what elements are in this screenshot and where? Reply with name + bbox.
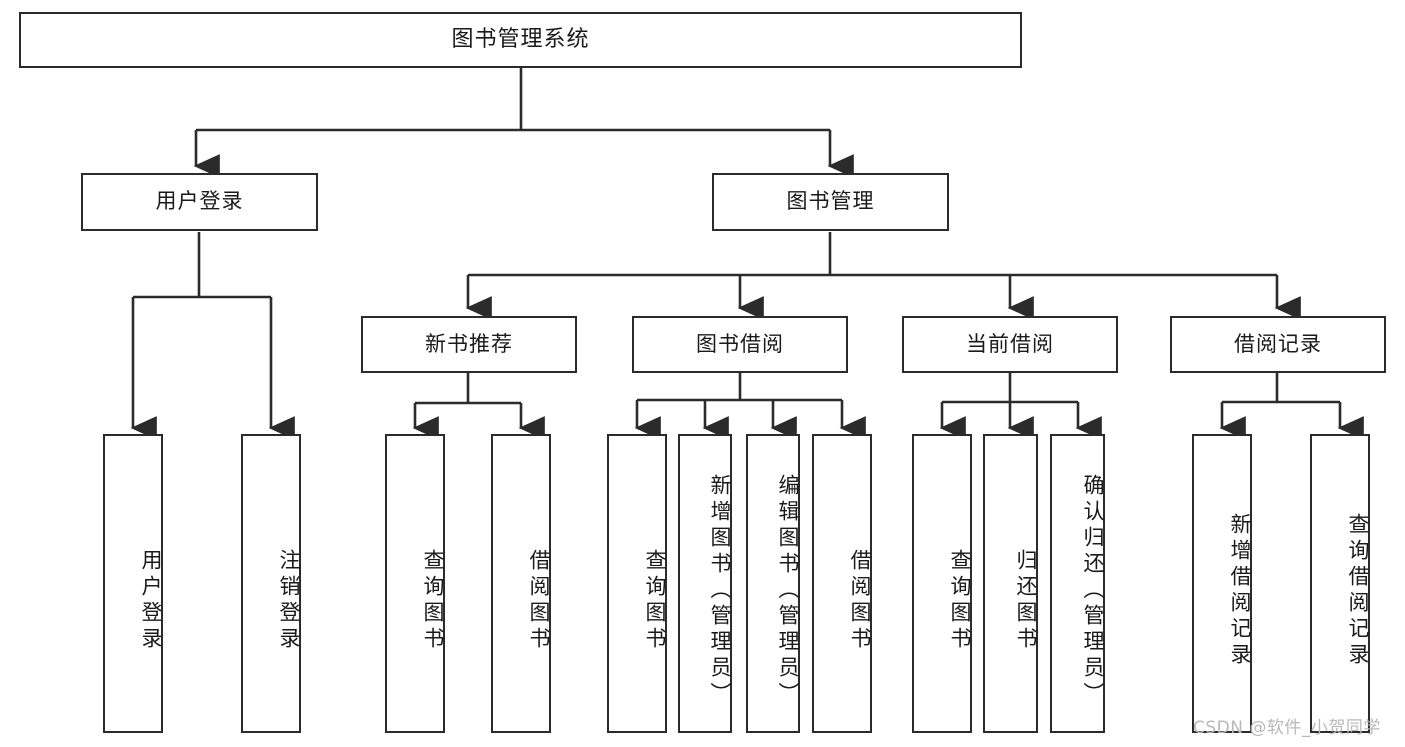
node-label: 新书推荐 xyxy=(425,331,513,356)
node-label: 借阅图书 xyxy=(848,548,872,653)
node-label: 当前借阅 xyxy=(966,331,1054,356)
node-borrow-record[interactable]: 借阅记录 xyxy=(1170,316,1386,373)
leaf-book-borrow-add-book-admin[interactable]: 新增图书（管理员） xyxy=(678,434,732,733)
node-label: 借阅记录 xyxy=(1234,331,1322,356)
node-label: 查询图书 xyxy=(643,548,667,653)
node-label: 新增借阅记录 xyxy=(1228,512,1252,669)
leaf-current-borrow-return-book[interactable]: 归还图书 xyxy=(983,434,1038,733)
node-label: 编辑图书（管理员） xyxy=(776,473,800,708)
node-user-login[interactable]: 用户登录 xyxy=(81,173,318,231)
leaf-user-login-logout[interactable]: 注销登录 xyxy=(241,434,301,733)
leaf-borrow-record-add-record[interactable]: 新增借阅记录 xyxy=(1192,434,1252,733)
node-new-book-recommend[interactable]: 新书推荐 xyxy=(361,316,577,373)
leaf-book-borrow-query-book[interactable]: 查询图书 xyxy=(607,434,667,733)
node-label: 确认归还（管理员） xyxy=(1081,473,1105,708)
leaf-book-borrow-edit-book-admin[interactable]: 编辑图书（管理员） xyxy=(746,434,800,733)
node-label: 用户登录 xyxy=(155,189,244,214)
leaf-current-borrow-confirm-return-admin[interactable]: 确认归还（管理员） xyxy=(1050,434,1105,733)
node-label: 归还图书 xyxy=(1014,548,1038,653)
leaf-current-borrow-query-book[interactable]: 查询图书 xyxy=(912,434,972,733)
node-label: 用户登录 xyxy=(139,548,163,653)
node-current-borrow[interactable]: 当前借阅 xyxy=(902,316,1118,373)
node-book-borrow[interactable]: 图书借阅 xyxy=(632,316,848,373)
leaf-borrow-record-query-record[interactable]: 查询借阅记录 xyxy=(1310,434,1370,733)
csdn-watermark: CSDN @软件_小贺同学 xyxy=(1193,713,1381,738)
node-book-management[interactable]: 图书管理 xyxy=(712,173,949,231)
node-label: 查询借阅记录 xyxy=(1346,512,1370,669)
node-root-book-management-system[interactable]: 图书管理系统 xyxy=(19,12,1022,68)
node-label: 查询图书 xyxy=(948,548,972,653)
node-label: 图书借阅 xyxy=(696,331,784,356)
node-label: 注销登录 xyxy=(277,548,301,653)
node-label: 查询图书 xyxy=(421,548,445,653)
node-label: 图书管理 xyxy=(786,189,875,214)
node-label: 借阅图书 xyxy=(527,548,551,653)
watermark-text: CSDN @软件_小贺同学 xyxy=(1193,718,1381,738)
leaf-new-book-query-book[interactable]: 查询图书 xyxy=(385,434,445,733)
leaf-book-borrow-borrow-book[interactable]: 借阅图书 xyxy=(812,434,872,733)
node-label: 新增图书（管理员） xyxy=(708,473,732,708)
leaf-new-book-borrow-book[interactable]: 借阅图书 xyxy=(491,434,551,733)
leaf-user-login-login[interactable]: 用户登录 xyxy=(103,434,163,733)
node-label: 图书管理系统 xyxy=(451,26,590,52)
